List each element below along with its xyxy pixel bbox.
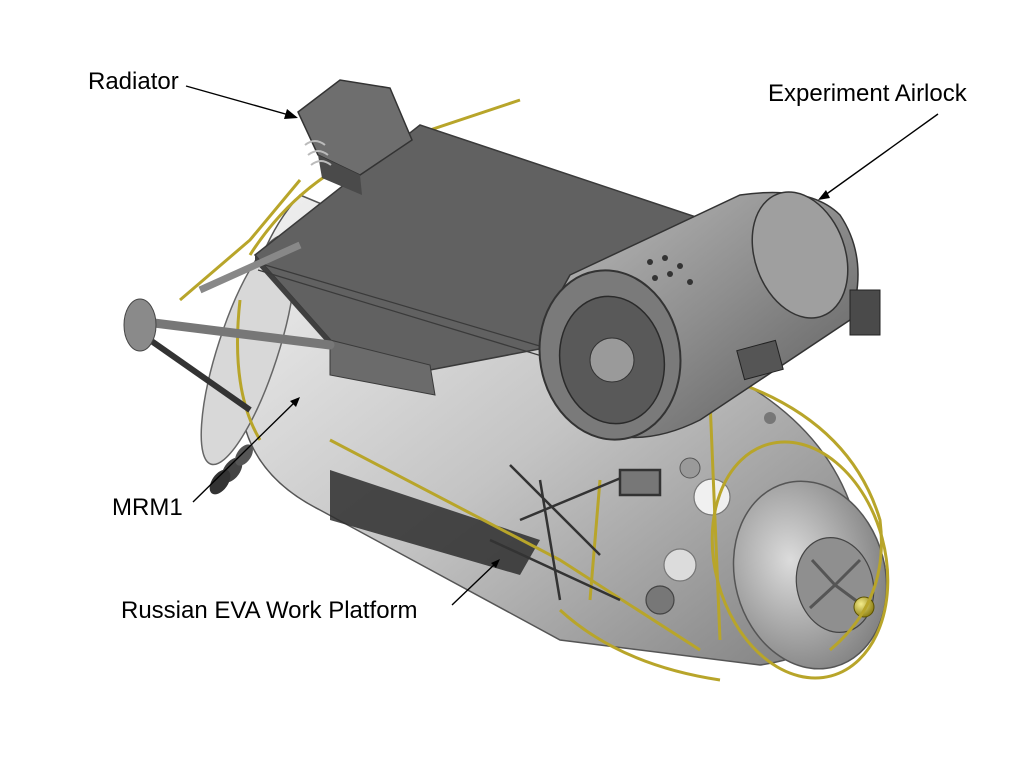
label-radiator: Radiator bbox=[88, 68, 179, 95]
airlock-leader bbox=[820, 113, 939, 199]
eva-arrowhead bbox=[491, 559, 500, 568]
leader-lines bbox=[185, 85, 939, 606]
experiment-airlock bbox=[538, 191, 881, 441]
eva-work-platform bbox=[489, 464, 662, 602]
label-experiment-airlock: Experiment Airlock bbox=[768, 80, 967, 107]
radiator bbox=[297, 79, 413, 195]
label-eva-work-platform: Russian EVA Work Platform bbox=[121, 597, 418, 624]
radiator-leader bbox=[185, 85, 297, 118]
mrm1-leader bbox=[192, 399, 298, 503]
mrm1-element bbox=[209, 444, 253, 495]
airlock-arrowhead bbox=[818, 190, 830, 200]
mrm1-arrowhead bbox=[290, 397, 300, 407]
radiator-arrowhead bbox=[284, 109, 298, 119]
handrails bbox=[179, 98, 890, 682]
eva-leader bbox=[451, 561, 498, 606]
boom-arm bbox=[123, 241, 335, 413]
label-mrm1: MRM1 bbox=[112, 494, 183, 521]
